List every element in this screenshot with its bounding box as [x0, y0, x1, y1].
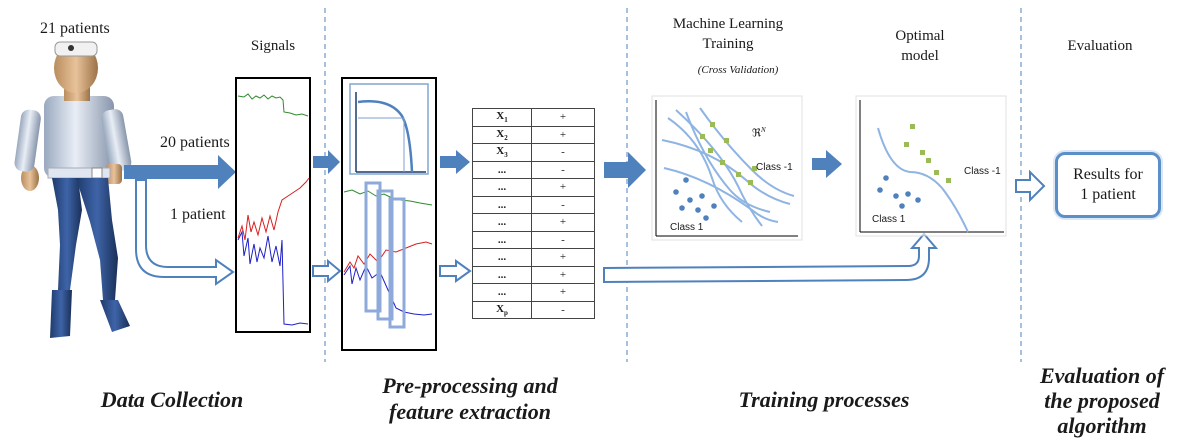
arrow-preprocess-to-features [440, 150, 470, 174]
feature-name-cell: ... [472, 178, 532, 197]
feature-sign-cell: + [531, 248, 595, 267]
feature-subscript: 3 [504, 151, 508, 160]
stage-evaluation-line3: algorithm [1057, 413, 1147, 438]
feature-sign-cell: + [531, 125, 595, 144]
window-frames [364, 181, 406, 329]
feature-name: ... [497, 163, 507, 176]
feature-sign-cell: - [531, 195, 595, 214]
feature-name: ... [497, 216, 507, 229]
feature-row: Xp- [472, 300, 595, 319]
feature-sign-cell: + [531, 213, 595, 232]
feature-sign-cell: + [531, 283, 595, 302]
training-scatter [651, 95, 803, 241]
arrow-signals-to-preprocess-test [312, 258, 342, 284]
feature-row: X2+ [472, 125, 595, 144]
feature-name-cell: ... [472, 160, 532, 179]
feature-name: X [496, 127, 505, 140]
stage-evaluation-line2: the proposed [1044, 388, 1160, 413]
feature-sign-cell: - [531, 300, 595, 319]
feature-name-cell: ... [472, 265, 532, 284]
feature-name-cell: Xp [472, 300, 532, 319]
filter-response-plot [349, 83, 429, 175]
optimal-class-pos-label: Class 1 [872, 214, 906, 225]
feature-sign-cell: - [531, 143, 595, 162]
evaluation-title: Evaluation [1067, 38, 1133, 54]
feature-subscript: 1 [504, 116, 508, 125]
feature-name-cell: ... [472, 283, 532, 302]
feature-name-cell: X2 [472, 125, 532, 144]
results-box: Results for 1 patient [1055, 152, 1161, 218]
signals-label: Signals [250, 38, 296, 54]
feature-table: X1+X2+X3-...-...+...-...+...-...+...+...… [472, 108, 595, 319]
feature-name: ... [497, 233, 507, 246]
arrow-signals-to-preprocess [313, 150, 340, 174]
feature-name-cell: X1 [472, 108, 532, 127]
optimal-model-scatter [855, 95, 1007, 237]
optimal-title-line1: Optimal [895, 28, 945, 44]
feature-row: X3- [472, 143, 595, 162]
feature-row: X1+ [472, 108, 595, 127]
feature-name: ... [497, 251, 507, 264]
feature-row: ... + [472, 265, 595, 284]
feature-subscript: 2 [504, 133, 508, 142]
feature-row: ... - [472, 195, 595, 214]
signals-box [235, 77, 311, 333]
stage-preprocessing-line1: Pre-processing and [382, 373, 558, 398]
feature-row: ... + [472, 248, 595, 267]
ml-title-line1: Machine Learning [672, 16, 784, 32]
patients-test-label: 1 patient [170, 206, 226, 223]
feature-name: ... [497, 198, 507, 211]
signal-traces-raw [237, 93, 310, 326]
feature-name-cell: ... [472, 195, 532, 214]
patients-train-label: 20 patients [160, 134, 230, 151]
feature-row: ... + [472, 178, 595, 197]
optimal-class-neg-label: Class -1 [964, 166, 1001, 177]
feature-sign-cell: - [531, 230, 595, 249]
arrow-training-to-optimal [812, 150, 842, 178]
optimal-title-line2: model [901, 48, 939, 64]
feature-name: X [496, 302, 505, 315]
feature-name-cell: X3 [472, 143, 532, 162]
stage-preprocessing-line2: feature extraction [389, 399, 551, 424]
feature-row: ... - [472, 230, 595, 249]
ml-title-line2: Training [702, 36, 754, 52]
training-class-neg-label: Class -1 [756, 162, 793, 173]
feature-row: ... + [472, 283, 595, 302]
arrow-features-to-training [604, 152, 646, 188]
feature-row: ... + [472, 213, 595, 232]
feature-name: ... [497, 268, 507, 281]
stage-evaluation-line1: Evaluation of [1039, 363, 1165, 388]
arrow-train-patients [124, 155, 236, 189]
feature-name: ... [497, 286, 507, 299]
feature-sign-cell: - [531, 160, 595, 179]
feature-sign-cell: + [531, 265, 595, 284]
feature-name: ... [497, 181, 507, 194]
stage-data-collection: Data Collection [100, 387, 244, 412]
feature-sign-cell: + [531, 108, 595, 127]
feature-subscript: p [504, 308, 508, 317]
feature-name: X [496, 145, 505, 158]
training-class-pos-label: Class 1 [670, 222, 704, 233]
stage-dividers [324, 8, 1022, 362]
ml-subtitle: (Cross Validation) [697, 64, 779, 76]
arrow-test-patient [135, 179, 235, 286]
feature-name: X [496, 110, 505, 123]
arrow-features-to-optimal-test [603, 232, 939, 284]
feature-name-cell: ... [472, 230, 532, 249]
arrow-optimal-to-evaluation [1015, 169, 1046, 203]
feature-name-cell: ... [472, 248, 532, 267]
feature-row: ... - [472, 160, 595, 179]
patients-total-label: 21 patients [40, 20, 110, 37]
stage-training: Training processes [738, 387, 910, 412]
feature-sign-cell: + [531, 178, 595, 197]
feature-name-cell: ... [472, 213, 532, 232]
arrow-preprocess-to-features-test [439, 259, 472, 283]
feature-space-label: ℜN [752, 126, 766, 140]
patient-figure [14, 41, 132, 338]
